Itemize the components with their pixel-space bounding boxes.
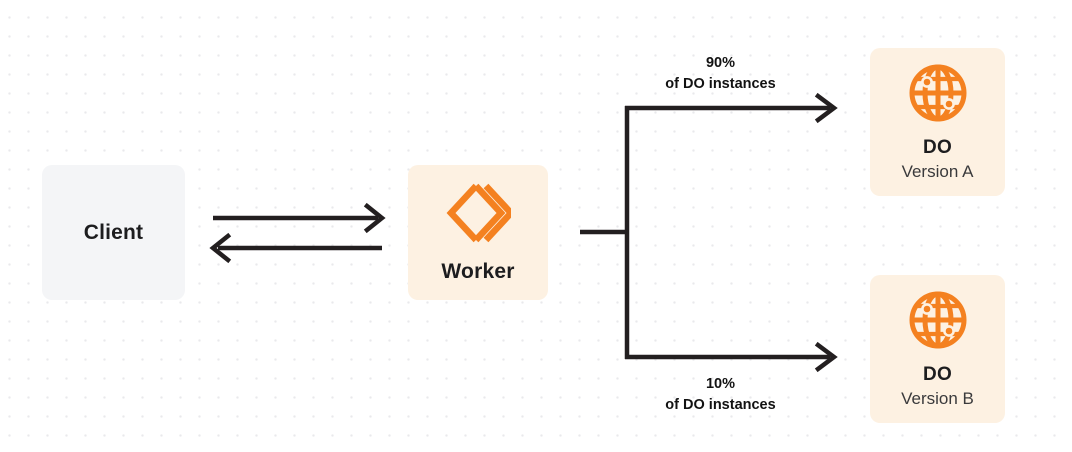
cloudflare-workers-icon [445, 182, 516, 244]
edge-label-do-a-percent: 90% [705, 55, 736, 71]
arrow-left-icon [209, 232, 232, 264]
edge-label-do-b-description: of DO instances [665, 397, 776, 414]
edge-label-do-a-description: of DO instances [665, 76, 776, 93]
globe-icon [908, 63, 968, 123]
edge-worker-split-trunk [580, 106, 630, 359]
edge-label-do-b-percent: 10% [705, 376, 736, 392]
node-do-a-title: DO [922, 136, 953, 158]
node-client[interactable]: Client [42, 165, 185, 300]
node-client-label: Client [83, 220, 144, 244]
arrow-right-icon [814, 341, 838, 373]
edge-label-do-a: 90% of DO instances [628, 53, 813, 95]
arrow-right-icon [814, 92, 838, 124]
arrow-right-icon [363, 202, 386, 234]
globe-icon [908, 290, 968, 350]
node-worker[interactable]: Worker [408, 165, 548, 300]
edge-client-to-worker [213, 202, 386, 234]
node-worker-label: Worker [441, 259, 515, 283]
node-do-a-subtitle: Version A [901, 161, 974, 181]
node-do-b-title: DO [922, 363, 953, 385]
edge-worker-to-do-a [625, 92, 838, 124]
node-do-version-a[interactable]: DO Version A [870, 48, 1005, 196]
edge-worker-to-client [209, 232, 382, 264]
node-do-version-b[interactable]: DO Version B [870, 275, 1005, 423]
node-do-b-subtitle: Version B [901, 388, 974, 408]
edge-worker-to-do-b [625, 341, 838, 373]
edge-label-do-b: 10% of DO instances [628, 374, 813, 416]
